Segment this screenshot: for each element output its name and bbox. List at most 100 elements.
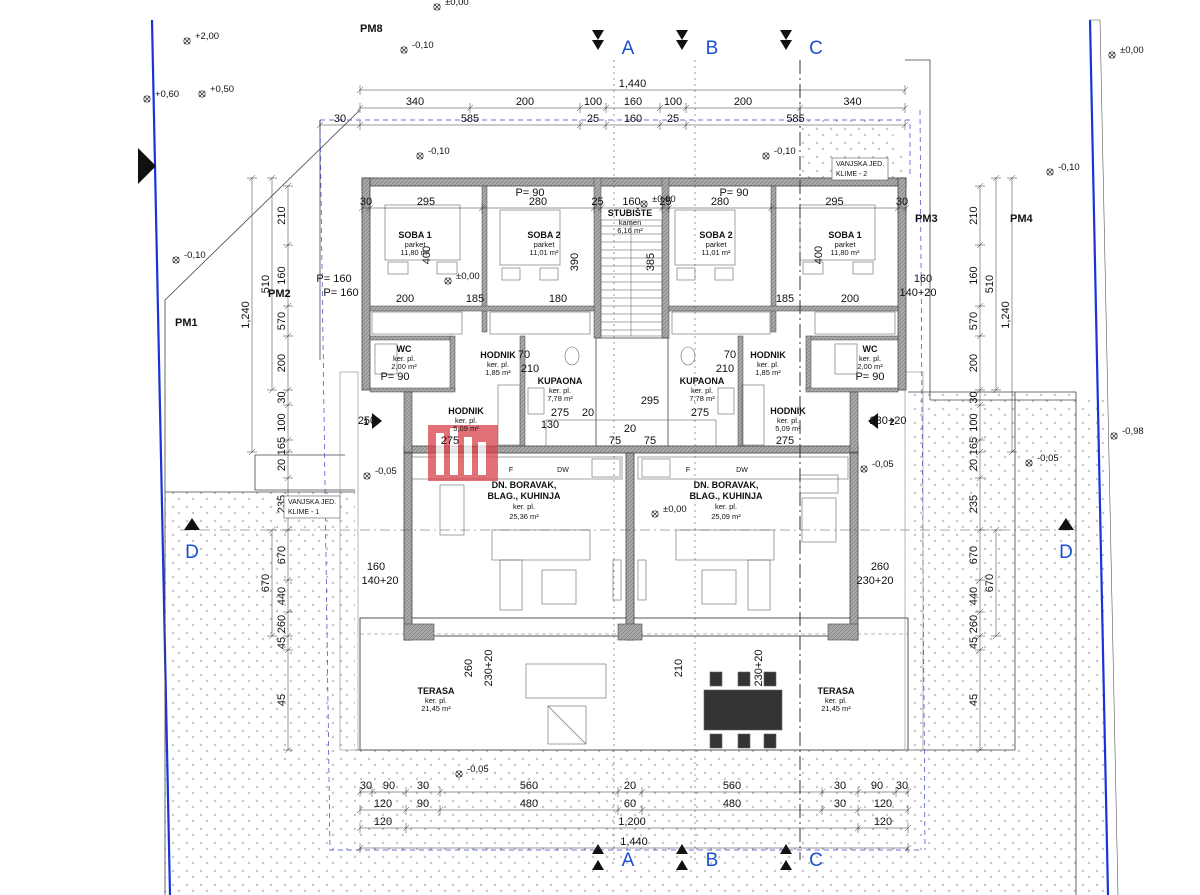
inner-dimension: 185 (776, 293, 794, 305)
section-number: 2 (889, 417, 894, 427)
plot-label: PM2 (268, 288, 291, 300)
appliance-label: F (686, 467, 690, 474)
room-floor: parket (405, 240, 427, 249)
room-name: KUPAONA (538, 376, 583, 386)
room-name: DN. BORAVAK, (492, 480, 557, 490)
level-text: -0,05 (1037, 453, 1059, 464)
dimension-text: 120 (874, 798, 892, 810)
dimension-text: 295 (417, 196, 435, 208)
room-floor: ker. pl. (777, 416, 799, 425)
room-floor: ker. pl. (549, 386, 571, 395)
inner-dimension: P= 90 (855, 371, 884, 383)
dimension-text: 260 (276, 615, 288, 633)
setback-lines (319, 109, 926, 851)
section-letter: A (622, 850, 635, 871)
dimension-text: 30 (417, 780, 429, 792)
appliance-label: DW (557, 467, 569, 474)
room-area: 5,09 m² (775, 424, 801, 433)
inner-dimension: 200 (396, 293, 414, 305)
room-floor: ker. pl. (393, 354, 415, 363)
level-text: -0,10 (184, 250, 206, 261)
inner-dimension: 20 (582, 407, 594, 419)
dimension-text: 30 (896, 780, 908, 792)
plot-label: PM4 (1010, 213, 1034, 225)
dimension-text: 25 (667, 113, 679, 125)
dimension-text: 90 (417, 798, 429, 810)
room-name: DN. BORAVAK, (694, 480, 759, 490)
room-name: WC (397, 344, 412, 354)
dimension-text: 120 (374, 816, 392, 828)
room-area: 25,36 m² (509, 512, 539, 521)
inner-dimension: 230+20 (753, 649, 765, 686)
room-floor: ker. pl. (513, 502, 535, 511)
inner-dimension: 250 (358, 415, 376, 427)
inner-dimension: 295 (641, 395, 659, 407)
room-area: 6,16 m² (617, 226, 643, 235)
level-marker (444, 277, 452, 285)
inner-dimension: 210 (673, 659, 685, 677)
level-marker (416, 152, 424, 160)
section-marker: D (1058, 518, 1074, 563)
room-name: TERASA (817, 686, 855, 696)
dimension-text: 25 (659, 196, 671, 208)
inner-dimension: 260 (871, 561, 889, 573)
dimension-text: 210 (276, 206, 288, 224)
dimension-text: 570 (968, 312, 980, 330)
level-marker (1046, 168, 1054, 176)
dimension-text: 1,440 (619, 78, 647, 90)
room-name-line2: BLAG., KUHINJA (487, 491, 561, 501)
section-marker: D (184, 518, 200, 563)
room-name: SOBA 1 (398, 230, 431, 240)
room-floor: ker. pl. (859, 354, 881, 363)
inner-dimension: P= 90 (380, 371, 409, 383)
dimension-text: 120 (874, 816, 892, 828)
dimension-text: 100 (968, 413, 980, 431)
dimension-text: 45 (276, 637, 288, 649)
appliance-label: F (509, 467, 513, 474)
section-marker: A (592, 30, 635, 59)
dimension-text: 1,240 (240, 301, 252, 329)
dimension-text: 90 (383, 780, 395, 792)
room-name-line2: BLAG., KUHINJA (689, 491, 763, 501)
section-number: 1 (363, 417, 368, 427)
level-marker (762, 152, 770, 160)
level-text: ±0,00 (456, 271, 480, 282)
section-letter: B (706, 850, 719, 871)
inner-dimension: 210 (521, 363, 539, 375)
dimension-text: 570 (276, 312, 288, 330)
level-text: -0,10 (412, 40, 434, 51)
inner-dimension: 260 (463, 659, 475, 677)
dimension-text: 120 (374, 798, 392, 810)
section-marker: A (592, 844, 635, 871)
dimension-text: 340 (843, 96, 861, 108)
inner-dimension: 230+20 (856, 575, 893, 587)
level-text: +0,60 (155, 89, 179, 100)
section-letter: D (185, 542, 199, 563)
section-marker: B (676, 844, 718, 871)
dimension-text: 45 (276, 694, 288, 706)
dimension-text: 45 (968, 637, 980, 649)
ac-unit-label: VANJSKA JED. (836, 161, 884, 168)
room-area: 11,80 m² (400, 248, 430, 257)
level-text: -0,10 (774, 146, 796, 157)
dimension-text: 585 (461, 113, 479, 125)
room-floor: parket (835, 240, 857, 249)
inner-dimension: P= 160 (323, 287, 358, 299)
inner-dimension: 390 (569, 253, 581, 271)
dimension-text: 560 (520, 780, 538, 792)
dimension-lines (247, 85, 1017, 853)
dimension-text: 100 (664, 96, 682, 108)
dimension-text: 1,440 (620, 836, 648, 848)
ac-unit-label-line2: KLIME - 1 (288, 509, 319, 516)
inner-dimension: 160 (914, 273, 932, 285)
plot-label: PM3 (915, 213, 938, 225)
room-name: HODNIK (770, 406, 806, 416)
room-floor: ker. pl. (715, 502, 737, 511)
level-marker (172, 256, 180, 264)
room-floor: parket (706, 240, 728, 249)
section-letter: D (1059, 542, 1073, 563)
ac-unit-label-line2: KLIME - 2 (836, 171, 867, 178)
